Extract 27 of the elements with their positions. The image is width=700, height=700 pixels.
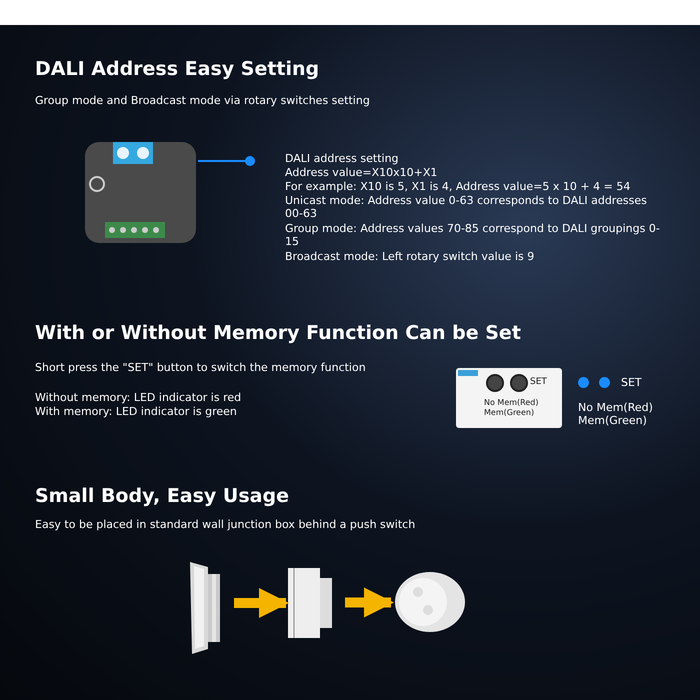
heading: Small Body, Easy Usage bbox=[35, 485, 289, 508]
heading: DALI Address Easy Setting bbox=[35, 58, 320, 81]
indicator-text: Mem(Green) bbox=[578, 414, 647, 428]
indicator-text: No Mem(Red) bbox=[578, 401, 653, 414]
description-line: Broadcast mode: Left rotary switch value is 9 bbox=[285, 250, 536, 264]
leader-line bbox=[198, 156, 255, 166]
arrow bbox=[234, 588, 289, 618]
description-line: Group mode: Address values 70-85 correspond to DALI groupings 0-15 bbox=[285, 222, 661, 248]
indicator-text: No Mem(Red) Mem(Green) bbox=[484, 398, 540, 418]
subtitle: Easy to be placed in standard wall junction box behind a push switch bbox=[35, 518, 416, 532]
description-line: Without memory: LED indicator is red bbox=[35, 391, 242, 404]
arrow bbox=[345, 588, 394, 618]
description-line: Short press the "SET" button to switch the memory function bbox=[35, 361, 366, 374]
description-line: With memory: LED indicator is green bbox=[35, 405, 237, 418]
wall-switch-drawing bbox=[188, 560, 222, 655]
dimmer-module-drawing bbox=[83, 140, 198, 245]
dimmer-module-drawing bbox=[288, 568, 333, 638]
description-line: Unicast mode: Address value 0-63 corresponds to DALI addresses 00-63 bbox=[285, 194, 648, 220]
junction-box-drawing bbox=[393, 570, 468, 635]
description-line: DALI address setting bbox=[285, 152, 400, 166]
heading: With or Without Memory Function Can be Set bbox=[35, 322, 521, 345]
button-label: SET bbox=[621, 376, 642, 390]
button-label: SET bbox=[530, 377, 547, 387]
description-line: Address value=X10x10+X1 bbox=[285, 166, 438, 180]
indicator-panel bbox=[456, 368, 562, 428]
description-line: For example: X10 is 5, X1 is 4, Address value=5 x 10 + 4 = 54 bbox=[285, 180, 632, 194]
subtitle: Group mode and Broadcast mode via rotary switches setting bbox=[35, 94, 370, 108]
